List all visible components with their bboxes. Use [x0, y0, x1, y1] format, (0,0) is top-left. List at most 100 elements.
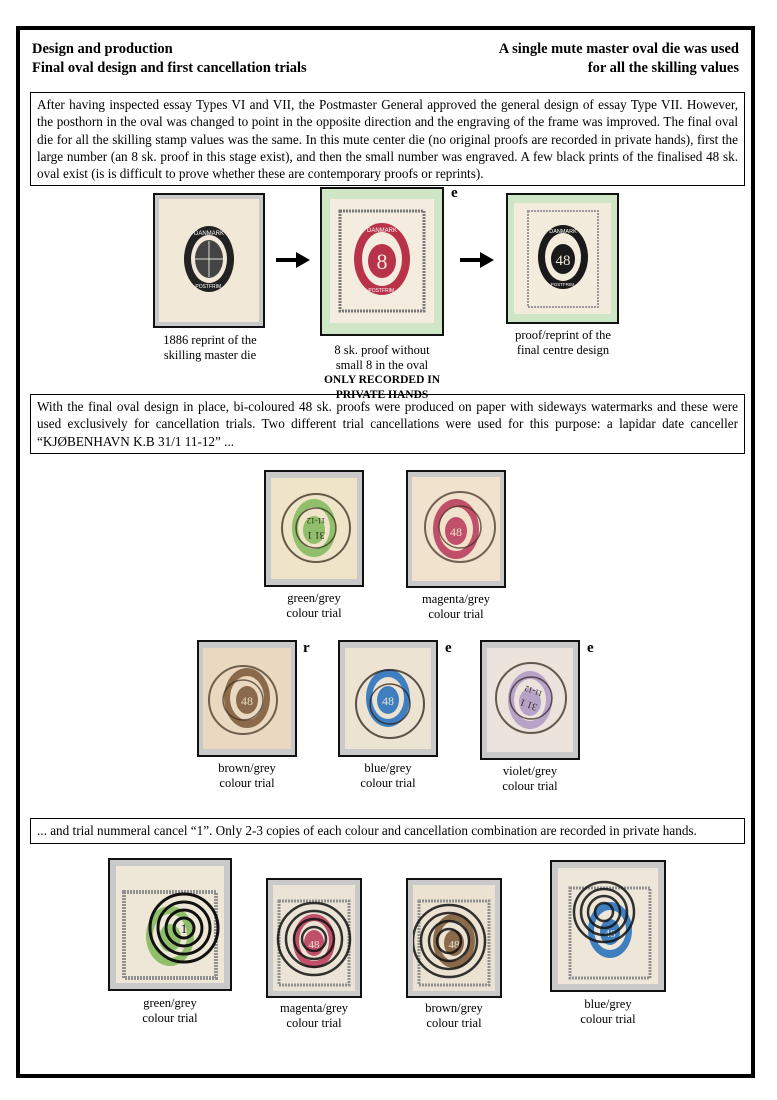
numeral-stamp-blue: 48: [550, 860, 666, 992]
numeral-stamp-brown: 48: [406, 878, 502, 998]
stamp-paper: 31 1 11-12: [487, 648, 573, 752]
caption-line: colour trial: [428, 607, 484, 621]
proof-8-image: 8 DANMARK POSTFRIM.: [338, 209, 426, 313]
date-cancel-text-box: With the final oval design in place, bi-…: [30, 394, 745, 454]
green-grey-numeral-cancel-image: 1: [122, 890, 220, 980]
header-note-line2: for all the skilling values: [587, 60, 739, 76]
stamp-final-centre: 48 DANMARK POSTFRIM.: [506, 193, 619, 324]
stamp-paper: 48: [345, 648, 431, 749]
caption-line: colour trial: [502, 779, 558, 793]
header-right: A single mute master oval die was used f…: [499, 40, 739, 78]
caption-note: ONLY RECORDED IN: [323, 374, 441, 386]
caption-brown-grey: brown/grey colour trial: [187, 761, 307, 791]
blue-grey-date-cancel-image: 48: [355, 669, 425, 739]
stamp-paper: 31 1 11-12: [271, 478, 357, 579]
stamp-paper: DANMARK POSTFRIM.: [159, 199, 259, 322]
caption-violet-grey: violet/grey colour trial: [470, 764, 590, 794]
caption-line: colour trial: [142, 1011, 198, 1025]
arrow-right-icon: [460, 252, 494, 268]
brown-grey-date-cancel-image: 48: [208, 665, 278, 735]
trial-stamp-blue: 48: [338, 640, 438, 757]
green-grey-date-cancel-image: 31 1 11-12: [281, 493, 351, 563]
caption-line: green/grey: [287, 591, 341, 605]
stamp-paper: 48: [558, 868, 658, 984]
caption-line: brown/grey: [218, 761, 276, 775]
stamp-bottom-text: POSTFRIM.: [551, 282, 576, 287]
stamp-value: 48: [449, 939, 461, 951]
blue-grey-numeral-cancel-image: 48: [568, 880, 652, 980]
caption-line: blue/grey: [364, 761, 412, 775]
header-subtitle: Final oval design and first cancellation…: [32, 60, 307, 76]
caption-line: violet/grey: [502, 764, 558, 778]
stamp-value: 8: [377, 249, 388, 274]
trial-stamp-green: 31 1 11-12: [264, 470, 364, 587]
caption-note: PRIVATE HANDS: [335, 389, 429, 401]
stamp-value: 48: [450, 525, 462, 539]
magenta-grey-numeral-cancel-image: 48: [276, 899, 352, 987]
numeral-stamp-magenta: 48: [266, 878, 362, 998]
caption-numeral-brown: brown/grey colour trial: [394, 1001, 514, 1031]
cancel-time: 11-12: [307, 516, 325, 525]
stamp-paper: 48: [273, 885, 355, 991]
mark-r: r: [303, 640, 310, 656]
mark-e: e: [451, 185, 458, 201]
caption-line: green/grey: [143, 996, 197, 1010]
caption-line: 8 sk. proof without: [334, 343, 430, 357]
stamp-top-text: DANMARK: [549, 229, 577, 235]
caption-line: final centre design: [516, 343, 610, 357]
caption-line: brown/grey: [425, 1001, 483, 1015]
stamp-bottom-text: POSTFRIM.: [195, 284, 222, 290]
date-cancel-text: With the final oval design in place, bi-…: [37, 399, 738, 449]
caption-final-centre: proof/reprint of the final centre design: [493, 328, 633, 358]
stamp-value: 48: [556, 253, 571, 269]
stamp-paper: 48: [413, 885, 495, 991]
intro-text-box: After having inspected essay Types VI an…: [30, 92, 745, 186]
caption-line: magenta/grey: [421, 592, 491, 606]
stamp-top-text: DANMARK: [367, 228, 397, 234]
stamp-paper: 48: [412, 477, 500, 581]
stamp-bottom-text: POSTFRIM.: [368, 288, 395, 294]
caption-line: colour trial: [286, 606, 342, 620]
stamp-master-die: DANMARK POSTFRIM.: [153, 193, 265, 328]
caption-line: colour trial: [360, 776, 416, 790]
stamp-paper: 48: [203, 648, 291, 749]
stamp-top-text: DANMARK: [194, 231, 224, 237]
stamp-paper: 1: [116, 866, 224, 983]
caption-green-grey: green/grey colour trial: [254, 591, 374, 621]
caption-line: colour trial: [286, 1016, 342, 1030]
numeral-cancel: 1: [181, 921, 188, 936]
caption-master-die: 1886 reprint of the skilling master die: [140, 333, 280, 363]
caption-line: colour trial: [219, 776, 275, 790]
caption-numeral-magenta: magenta/grey colour trial: [254, 1001, 374, 1031]
caption-numeral-green: green/grey colour trial: [110, 996, 230, 1026]
caption-line: small 8 in the oval: [335, 358, 429, 372]
violet-grey-date-cancel-image: 31 1 11-12: [495, 662, 567, 734]
stamp-paper: 8 DANMARK POSTFRIM.: [330, 199, 434, 323]
album-page: Design and production Final oval design …: [16, 26, 755, 1078]
caption-line: colour trial: [580, 1012, 636, 1026]
oval-die-image: DANMARK POSTFRIM.: [184, 226, 234, 292]
caption-8sk-proof: 8 sk. proof without small 8 in the oval …: [312, 343, 452, 403]
caption-line: colour trial: [426, 1016, 482, 1030]
header-left: Design and production Final oval design …: [32, 40, 307, 78]
caption-line: blue/grey: [584, 997, 632, 1011]
mark-e: e: [587, 640, 594, 656]
trial-stamp-magenta: 48: [406, 470, 506, 588]
final-centre-image: 48 DANMARK POSTFRIM.: [527, 210, 599, 308]
stamp-value: 48: [382, 694, 394, 708]
trial-stamp-brown: 48: [197, 640, 297, 757]
caption-numeral-blue: blue/grey colour trial: [548, 997, 668, 1027]
trial-stamp-violet: 31 1 11-12: [480, 640, 580, 760]
magenta-grey-date-cancel-image: 48: [424, 491, 496, 563]
cancel-date: 31 1: [307, 529, 325, 540]
mark-e: e: [445, 640, 452, 656]
numeral-stamp-green: 1: [108, 858, 232, 991]
brown-grey-numeral-cancel-image: 48: [413, 899, 491, 987]
caption-blue-grey: blue/grey colour trial: [328, 761, 448, 791]
caption-line: proof/reprint of the: [515, 328, 611, 342]
caption-line: skilling master die: [163, 348, 257, 362]
stamp-8sk-proof: 8 DANMARK POSTFRIM.: [320, 187, 444, 336]
header-title: Design and production: [32, 41, 173, 57]
numeral-cancel-text-box: ... and trial nummeral cancel “1”. Only …: [30, 818, 745, 844]
numeral-cancel-text: ... and trial nummeral cancel “1”. Only …: [37, 823, 697, 838]
